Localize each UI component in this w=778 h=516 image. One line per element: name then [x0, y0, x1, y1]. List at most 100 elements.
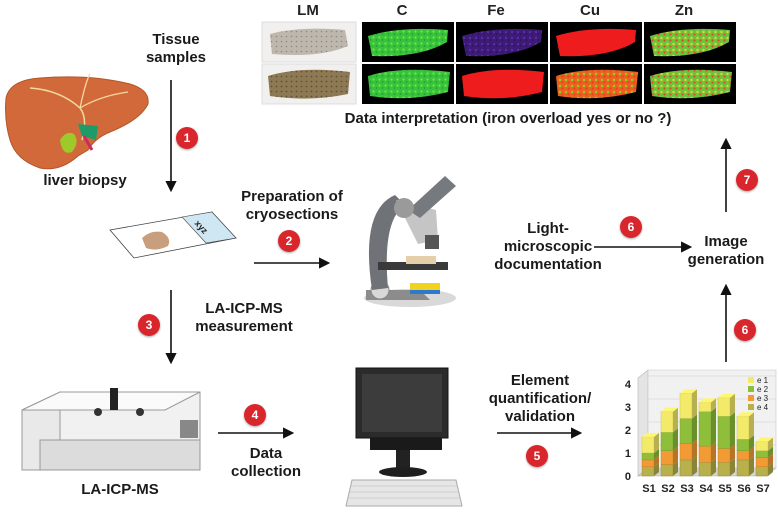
y-tick-label: 3 [625, 402, 631, 414]
chart-bar-segment [641, 459, 655, 467]
chart-bar-side [749, 435, 754, 451]
x-tick-label: S3 [680, 483, 693, 495]
chart-bar-segment [660, 464, 674, 477]
chart-bar-segment [698, 402, 712, 412]
x-tick-label: S2 [661, 483, 674, 495]
chart-bar-side [749, 455, 754, 476]
chart-bar-segment [736, 450, 750, 461]
chart-bar-side [768, 462, 773, 476]
chart-bar-side [654, 462, 659, 476]
chart-bar-segment [679, 418, 693, 444]
chart-bar-segment [755, 466, 769, 477]
chart-bar-top [756, 437, 773, 442]
chart-bar-side [673, 428, 678, 451]
chart-bar-side [654, 449, 659, 460]
label-la-icp-ms-measurement: LA-ICP-MS measurement [195, 300, 293, 335]
chart-bar-segment [736, 439, 750, 451]
legend-swatch [748, 395, 754, 401]
chart-bar-segment [736, 416, 750, 440]
chart-bar-side [711, 458, 716, 476]
legend-swatch [748, 386, 754, 392]
x-tick-label: S7 [756, 483, 769, 495]
label-la-icp-ms: LA-ICP-MS [81, 481, 159, 498]
y-tick-label: 0 [625, 471, 631, 483]
chart-bar-segment [717, 397, 731, 417]
chart-bar-segment [755, 450, 769, 458]
legend-label: e 1 [757, 376, 769, 385]
map-header-cu: Cu [580, 2, 600, 19]
label-element-quantification: Element quantification/ validation [488, 372, 592, 425]
chart-bar-side [711, 442, 716, 463]
chart-bar-segment [717, 448, 731, 463]
map-header-fe: Fe [487, 2, 505, 19]
chart-bar-side [692, 439, 697, 460]
chart-bar-top [737, 412, 754, 417]
chart-bar-segment [641, 452, 655, 461]
step-badge-3: 3 [138, 314, 160, 336]
y-tick-label: 1 [625, 448, 631, 460]
chart-bar-side [654, 455, 659, 467]
chart-bar-segment [660, 411, 674, 433]
liver-illustration [5, 73, 149, 170]
chart-bar-side [673, 460, 678, 476]
chart-bar-side [692, 414, 697, 444]
legend-swatch [748, 404, 754, 410]
chart-bar-segment [641, 436, 655, 454]
chart-bar-top [642, 432, 659, 437]
chart-bar-side [711, 398, 716, 412]
computer-illustration [345, 367, 463, 507]
chart-bar-side [692, 455, 697, 476]
y-tick-label: 4 [625, 379, 632, 391]
step-badge-2: 2 [278, 230, 300, 252]
chart-bar-segment [698, 445, 712, 463]
chart-bar-top [661, 407, 678, 412]
chart-bar-side [768, 453, 773, 467]
c-tissue-1 [368, 28, 448, 57]
fe-tissue-1 [462, 28, 542, 57]
map-header-zn: Zn [674, 2, 694, 19]
cu-tissue-1 [556, 28, 636, 57]
x-tick-label: S6 [737, 483, 750, 495]
chart-bar-side [749, 412, 754, 440]
chart-bar-segment [717, 462, 731, 477]
x-tick-label: S1 [642, 483, 655, 495]
la-icp-ms-instrument [21, 388, 201, 471]
chart-bar-segment [717, 416, 731, 449]
chart-bar-segment [698, 411, 712, 447]
chart-bar-segment [679, 393, 693, 419]
chart-bar-top [699, 398, 716, 403]
legend-label: e 3 [757, 394, 769, 403]
chart-bar-side [730, 393, 735, 417]
map-header-lm: LM [297, 2, 319, 19]
x-tick-label: S4 [699, 483, 713, 495]
c-tissue-2 [368, 69, 450, 99]
flow-arrows [165, 80, 732, 439]
step-badge-6a: 6 [620, 216, 642, 238]
gallbladder [60, 132, 77, 153]
zn-tissue-2 [650, 69, 732, 99]
chart-bar-segment [660, 450, 674, 465]
chart-bar-segment [660, 432, 674, 451]
chart-bar-side [654, 432, 659, 453]
label-tissue-samples: Tissue samples [145, 31, 207, 66]
chart-bar-side [730, 444, 735, 463]
chart-bar-segment [755, 441, 769, 451]
y-tick-label: 2 [625, 425, 631, 437]
microscope-illustration [364, 176, 456, 307]
chart-bar-segment [641, 466, 655, 477]
chart-bar-side [749, 446, 754, 460]
chart-bar-segment [679, 459, 693, 477]
lm-tissue-2 [268, 69, 350, 99]
cryosection-slide [109, 211, 237, 259]
map-header-c: C [396, 2, 408, 19]
chart-bar-side [711, 407, 716, 447]
legend-label: e 2 [757, 385, 769, 394]
step-badge-4: 4 [244, 404, 266, 426]
label-light-microscopic: Light-microscopic documentation [494, 220, 602, 273]
chart-bar-segment [755, 457, 769, 468]
step-badge-7: 7 [736, 169, 758, 191]
element-maps [261, 21, 736, 105]
